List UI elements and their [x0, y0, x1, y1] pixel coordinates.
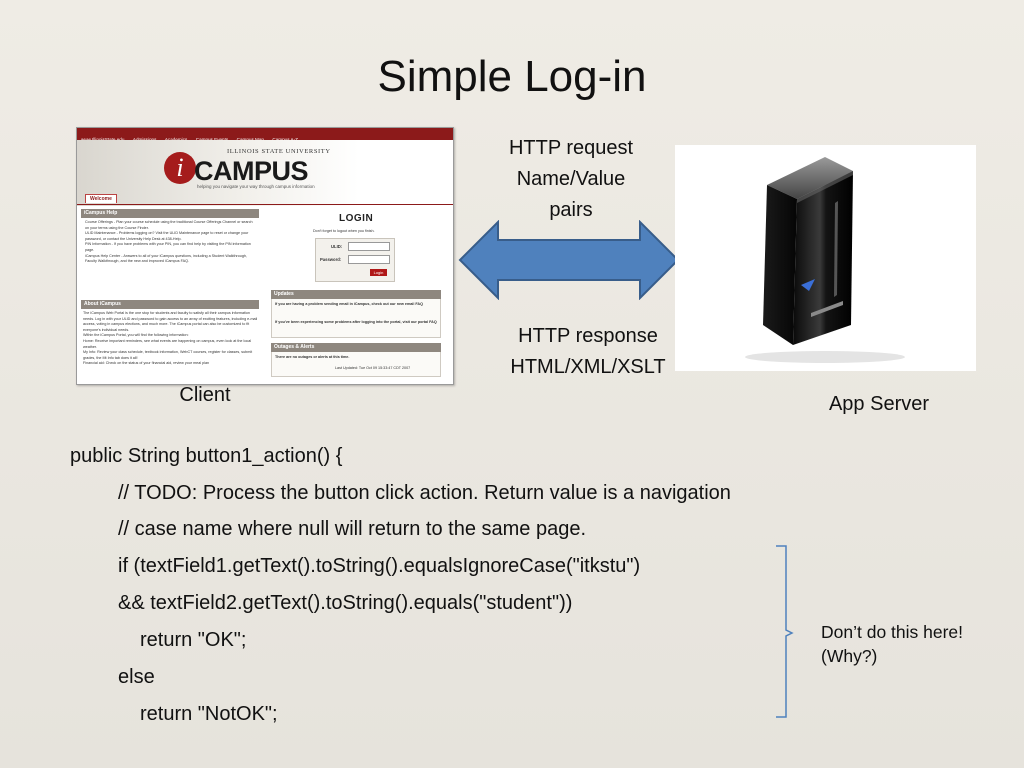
- code-line-6: return "OK";: [140, 629, 247, 651]
- about-icampus-header: About iCampus: [81, 300, 259, 309]
- icampus-tagline: helping you navigate your way through ca…: [197, 184, 315, 189]
- content-divider: [77, 204, 453, 205]
- icampus-help-list: Course Offerings - Plan your course sche…: [85, 220, 257, 298]
- server-tower-icon: [745, 157, 905, 363]
- about-item: My Info: Review your class schedule, tex…: [83, 350, 253, 360]
- code-line-4: if (textField1.getText().toString().equa…: [118, 555, 641, 577]
- server-image: [675, 145, 976, 371]
- app-server-label: App Server: [828, 393, 930, 415]
- http-request-label: HTTP request Name/Value pairs: [478, 133, 664, 226]
- http-response-line: HTTP response: [518, 325, 658, 347]
- about-item: Financial aid: Check on the status of yo…: [83, 361, 210, 366]
- outages-last-updated: Last Updated: Tue Oct 09 15:33:47 CDT 20…: [335, 366, 411, 370]
- icampus-help-header: iCampus Help: [81, 209, 259, 218]
- nav-item[interactable]: www.IllinoisState.edu: [81, 137, 124, 142]
- code-line-5: && textField2.getText().toString().equal…: [118, 592, 573, 614]
- about-item: Home: Receive important reminders, see w…: [83, 338, 252, 349]
- icampus-nav-bar: www.IllinoisState.edu Admissions Academi…: [77, 128, 453, 142]
- code-line-3: // case name where null will return to t…: [118, 518, 587, 540]
- updates-text-1: If you are having a problem sending emai…: [275, 302, 423, 306]
- nav-item[interactable]: Campus A-Z: [272, 137, 298, 142]
- icampus-logo-text: CAMPUS: [194, 156, 309, 186]
- help-item: Course Offerings - Plan your course sche…: [85, 220, 253, 230]
- icampus-logo-icon: i: [164, 152, 196, 184]
- outages-text: There are no outages or alerts at this t…: [275, 355, 350, 359]
- client-screenshot: www.IllinoisState.edu Admissions Academi…: [76, 127, 454, 385]
- updates-text-2: If you've been experiencing some problem…: [275, 320, 437, 324]
- ulid-input[interactable]: [348, 242, 390, 251]
- note-line-2: (Why?): [821, 646, 878, 666]
- help-item: ULID Maintenance - Problems logging on? …: [85, 231, 249, 241]
- about-icampus-text: The iCampus Web Portal is the one stop f…: [83, 311, 259, 384]
- about-paragraph: The iCampus Web Portal is the one stop f…: [83, 311, 258, 332]
- welcome-tab[interactable]: Welcome: [85, 194, 117, 203]
- nav-item[interactable]: Admissions: [133, 137, 157, 142]
- password-label: Password:: [320, 257, 342, 262]
- double-arrow-icon: [458, 220, 680, 300]
- nav-item[interactable]: Campus Map: [237, 137, 264, 142]
- icampus-banner: [77, 140, 453, 206]
- code-line-2: // TODO: Process the button click action…: [118, 482, 731, 504]
- help-item: PIN Information - If you have problems w…: [85, 242, 251, 252]
- login-title: LOGIN: [339, 213, 374, 224]
- logout-reminder: Don't forget to logout when you finish.: [313, 229, 375, 233]
- http-request-line: pairs: [549, 199, 593, 221]
- ulid-label: ULID:: [331, 244, 343, 249]
- slide-title: Simple Log-in: [377, 52, 647, 101]
- client-label: Client: [179, 384, 231, 406]
- outages-header: Outages & Alerts: [271, 343, 441, 352]
- note-line-1: Don’t do this here!: [821, 622, 964, 642]
- about-list-intro: Within the iCampus Portal, you will find…: [83, 333, 189, 338]
- help-item: iCampus Help Center - Answers to all of …: [85, 253, 247, 264]
- updates-header: Updates: [271, 290, 441, 299]
- http-request-line: HTTP request: [508, 137, 634, 159]
- nav-item[interactable]: Campus Events: [196, 137, 228, 142]
- code-line-1: public String button1_action() {: [70, 445, 343, 467]
- code-line-7: else: [118, 666, 155, 688]
- http-request-line: Name/Value: [516, 168, 626, 190]
- http-response-label: HTTP response HTML/XML/XSLT: [490, 321, 686, 383]
- code-line-8: return "NotOK";: [140, 703, 278, 725]
- right-bracket-icon: [776, 545, 794, 718]
- password-input[interactable]: [348, 255, 390, 264]
- nav-item[interactable]: Academics: [165, 137, 187, 142]
- login-button[interactable]: Login: [370, 269, 387, 276]
- university-name: ILLINOIS STATE UNIVERSITY: [227, 148, 331, 155]
- http-response-line: HTML/XML/XSLT: [510, 356, 666, 378]
